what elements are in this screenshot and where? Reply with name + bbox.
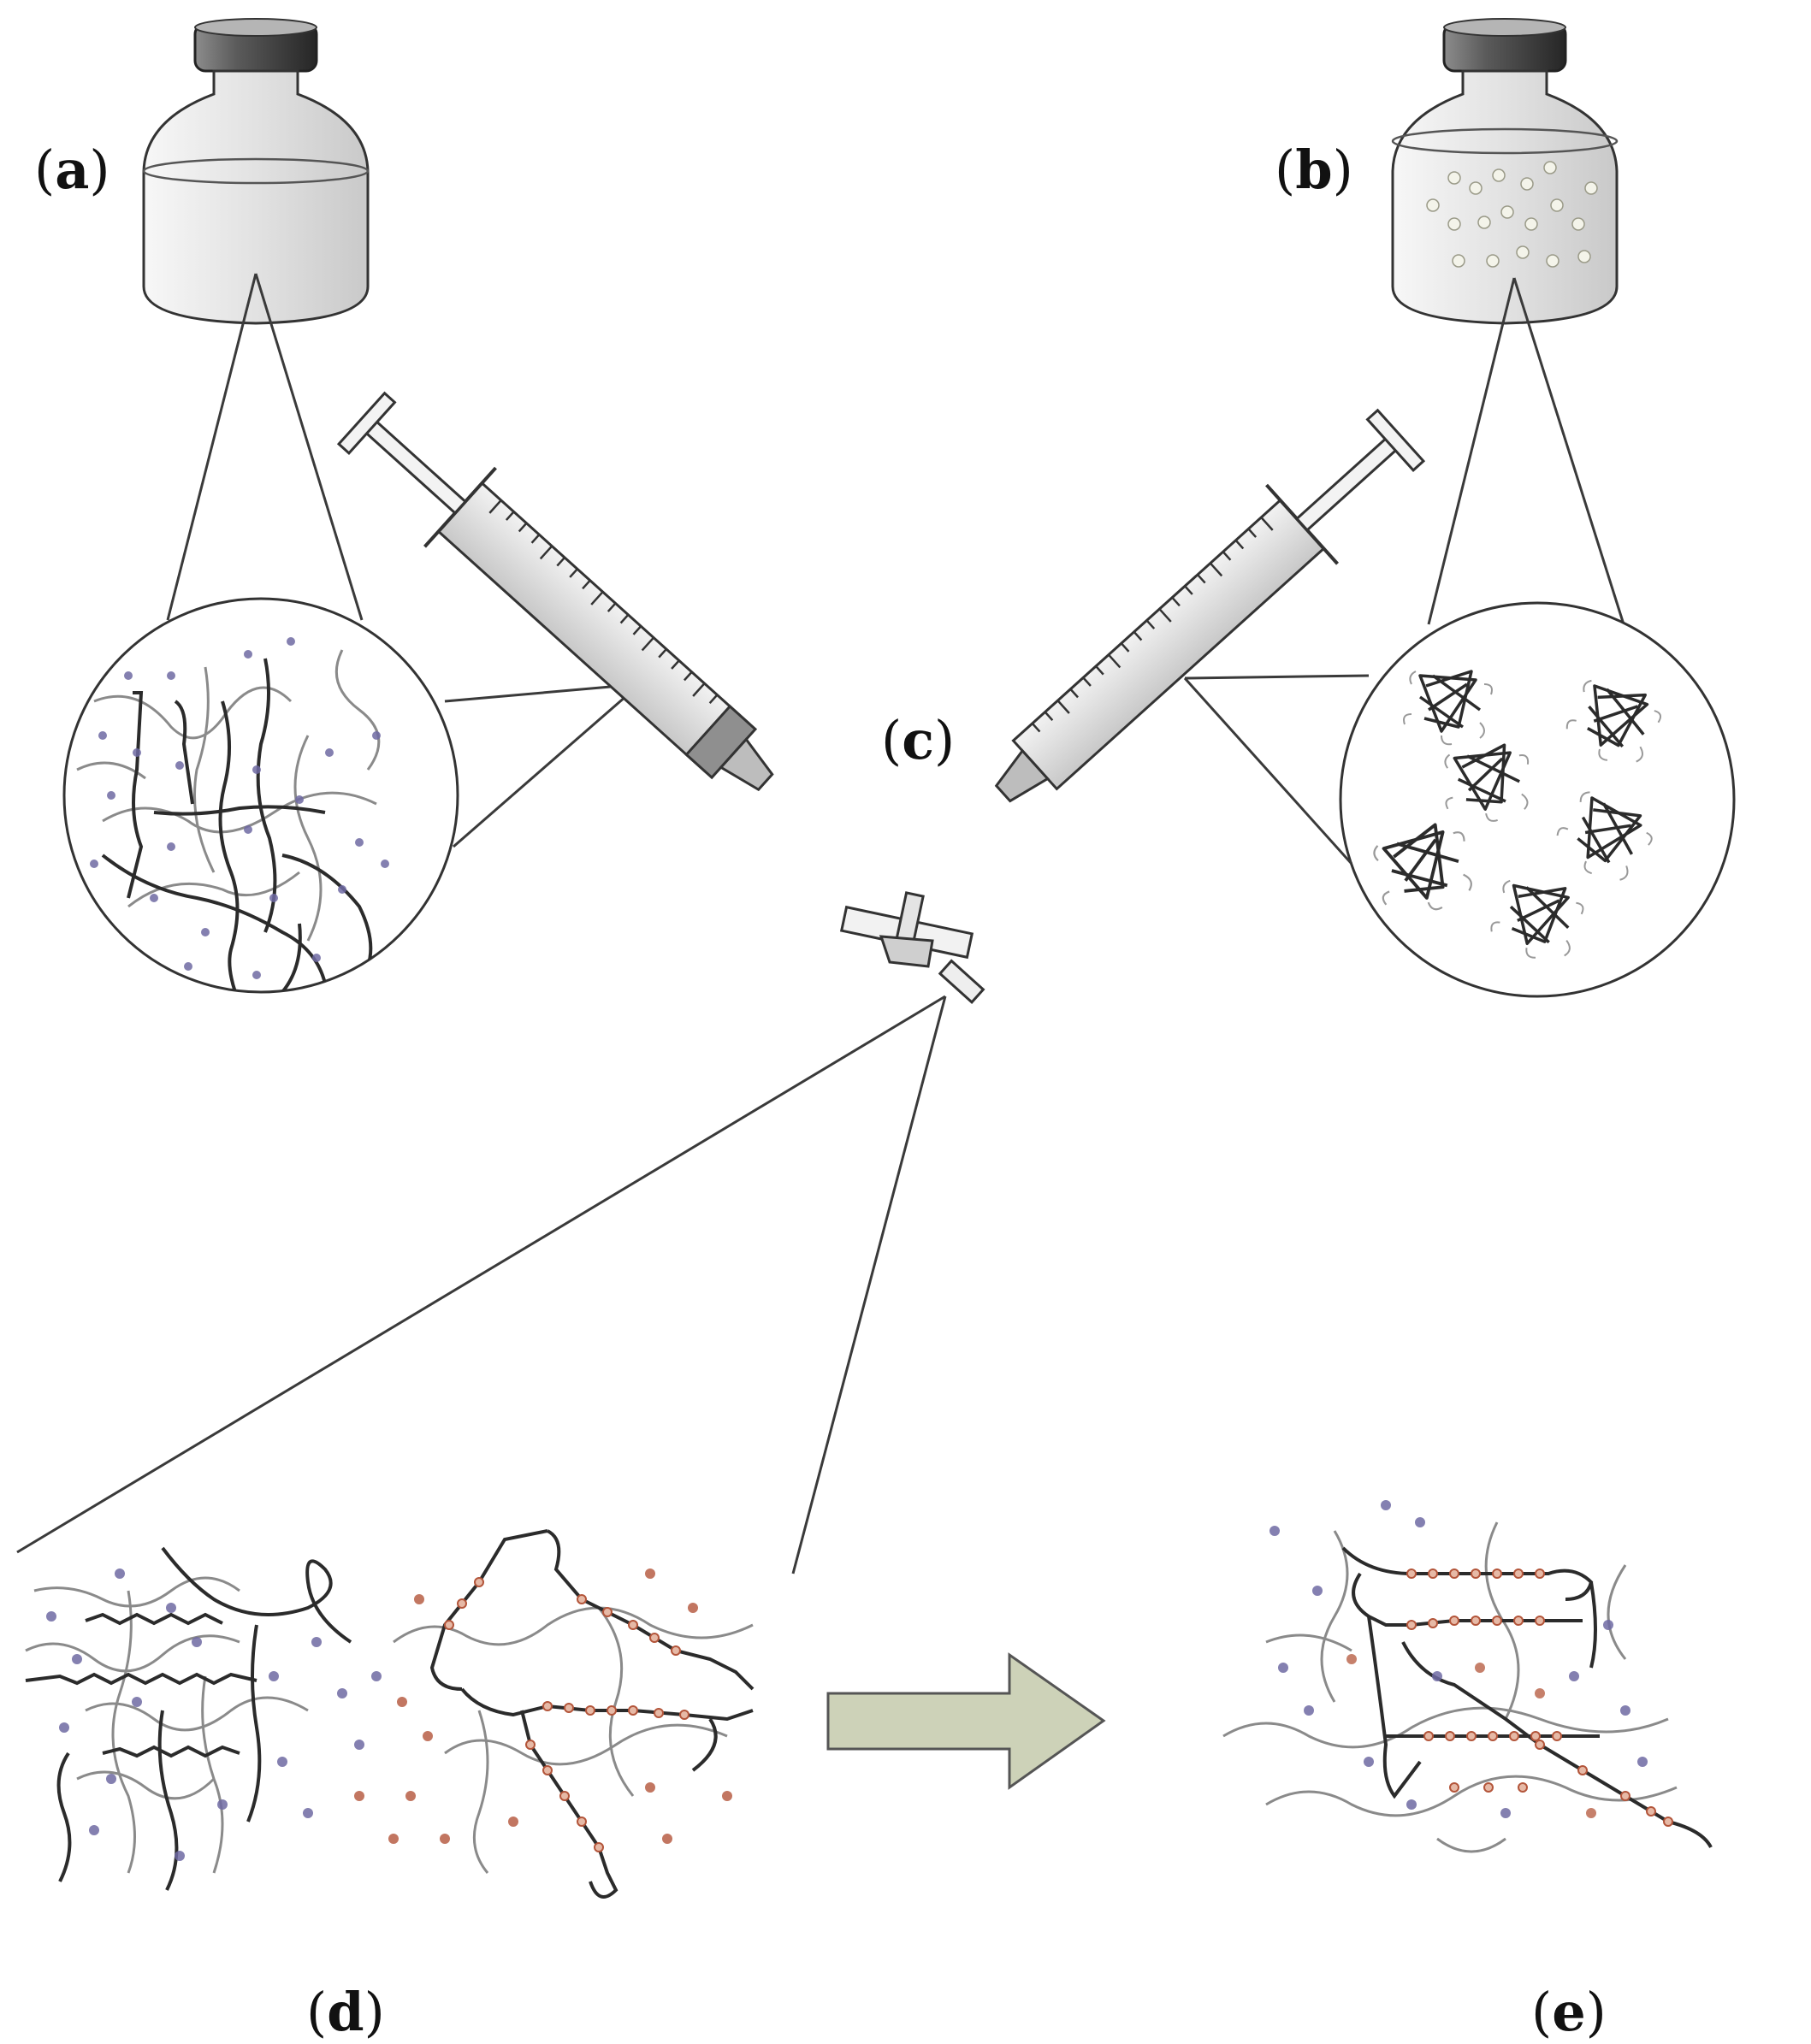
label-d: (d) bbox=[306, 1981, 385, 2043]
syringe-left-icon bbox=[336, 391, 774, 792]
network-panel-d bbox=[25, 1529, 755, 1899]
label-b: (b) bbox=[1275, 139, 1353, 201]
bottle-b-icon bbox=[1391, 18, 1619, 325]
bottle-a-icon bbox=[142, 18, 370, 325]
label-e: (e) bbox=[1531, 1981, 1607, 2043]
process-arrow-icon bbox=[826, 1652, 1106, 1790]
network-panel-e bbox=[1222, 1500, 1713, 1853]
connector-lines bbox=[444, 674, 1370, 865]
mixing-connector-icon bbox=[839, 891, 985, 1004]
label-c: (c) bbox=[881, 709, 956, 771]
label-a: (a) bbox=[34, 139, 110, 201]
particle-circle-b bbox=[1339, 601, 1736, 998]
zoom-lines-b bbox=[1427, 277, 1625, 625]
network-circle-a bbox=[62, 597, 459, 994]
syringe-right-icon bbox=[994, 408, 1426, 803]
zoom-lines-c bbox=[16, 995, 947, 1574]
zoom-lines-a bbox=[166, 273, 364, 621]
